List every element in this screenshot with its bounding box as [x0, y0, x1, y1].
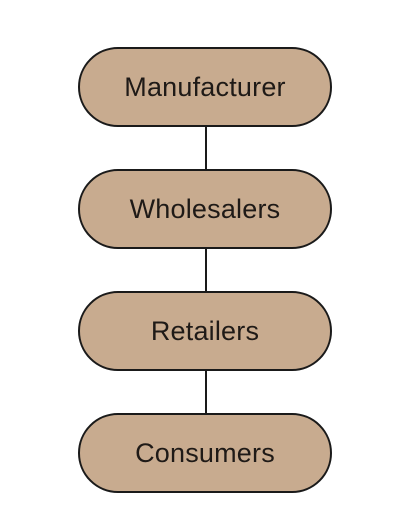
- connector-manufacturer-wholesalers: [205, 126, 207, 169]
- node-wholesalers: Wholesalers: [78, 169, 332, 249]
- node-consumers: Consumers: [78, 413, 332, 493]
- connector-retailers-consumers: [205, 370, 207, 413]
- node-label-retailers: Retailers: [150, 315, 260, 346]
- node-manufacturer: Manufacturer: [78, 47, 332, 127]
- node-retailers: Retailers: [78, 291, 332, 371]
- node-label-wholesalers: Wholesalers: [129, 193, 281, 224]
- connector-wholesalers-retailers: [205, 248, 207, 291]
- node-label-consumers: Consumers: [135, 437, 275, 468]
- node-label-manufacturer: Manufacturer: [124, 71, 286, 102]
